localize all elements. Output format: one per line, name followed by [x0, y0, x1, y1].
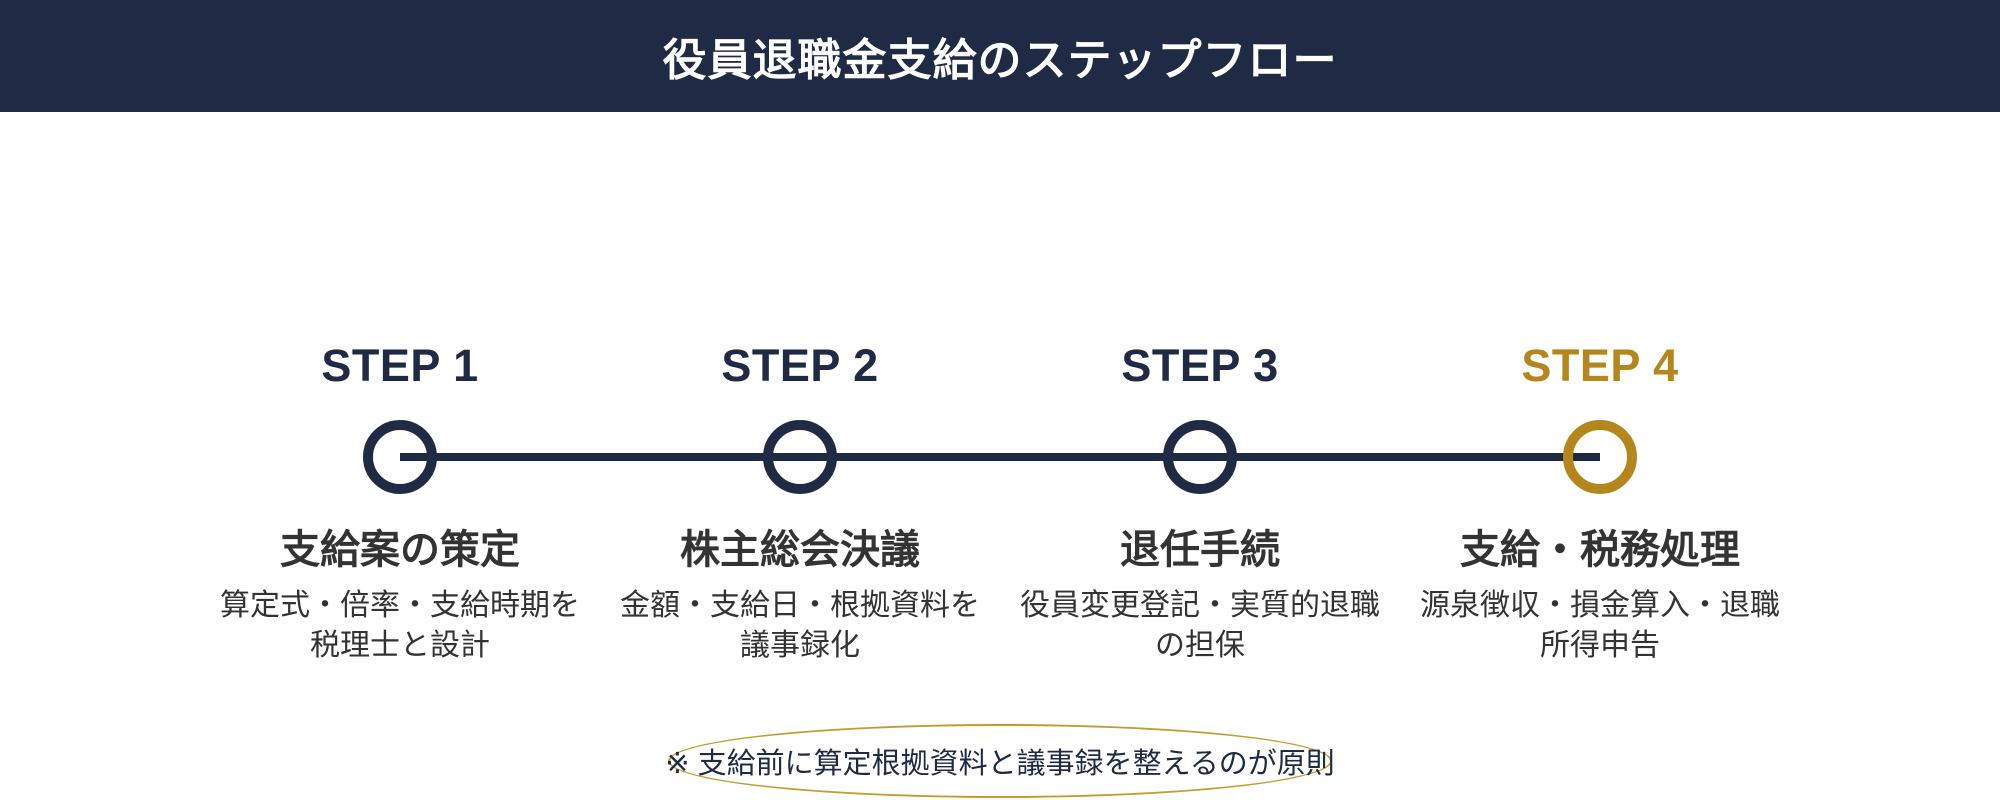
step-column-1: STEP 1 支給案の策定 算定式・倍率・支給時期を 税理士と設計: [200, 340, 600, 666]
step-description: 源泉徴収・損金算入・退職 所得申告: [1400, 586, 1800, 666]
header-bar: 役員退職金支給のステップフロー: [0, 0, 2000, 112]
step-column-2: STEP 2 株主総会決議 金額・支給日・根拠資料を 議事録化: [600, 340, 1000, 666]
step-label: STEP 3: [1121, 340, 1279, 391]
footnote-ellipse: ※ 支給前に算定根拠資料と議事録を整えるのが原則: [665, 724, 1335, 798]
step-label: STEP 2: [721, 340, 879, 391]
timeline-connector-line: [400, 453, 1600, 461]
step-description: 役員変更登記・実質的退職 の担保: [1000, 586, 1400, 666]
step-circle-marker: [1163, 420, 1237, 494]
step-description-line: 算定式・倍率・支給時期を: [220, 589, 580, 622]
step-title: 退任手続: [1120, 528, 1280, 572]
step-title: 株主総会決議: [680, 528, 920, 572]
step-circle-marker: [363, 420, 437, 494]
step-description-line: 役員変更登記・実質的退職: [1020, 589, 1380, 622]
step-description-line: 源泉徴収・損金算入・退職: [1420, 589, 1780, 622]
step-description-line: の担保: [1155, 629, 1245, 662]
step-column-3: STEP 3 退任手続 役員変更登記・実質的退職 の担保: [1000, 340, 1400, 666]
page-title: 役員退職金支給のステップフロー: [662, 36, 1338, 85]
step-label: STEP 1: [321, 340, 479, 391]
step-circle-marker: [763, 420, 837, 494]
step-description-line: 議事録化: [740, 629, 860, 662]
step-description-line: 税理士と設計: [310, 629, 490, 662]
footnote-text: ※ 支給前に算定根拠資料と議事録を整えるのが原則: [665, 748, 1335, 780]
step-label: STEP 4: [1521, 340, 1679, 391]
step-description-line: 金額・支給日・根拠資料を: [620, 589, 980, 622]
step-description-line: 所得申告: [1540, 629, 1660, 662]
step-circle-marker: [1563, 420, 1637, 494]
step-description: 算定式・倍率・支給時期を 税理士と設計: [200, 586, 600, 666]
step-description: 金額・支給日・根拠資料を 議事録化: [600, 586, 1000, 666]
step-title: 支給案の策定: [280, 528, 520, 572]
step-title: 支給・税務処理: [1460, 528, 1740, 572]
step-column-4: STEP 4 支給・税務処理 源泉徴収・損金算入・退職 所得申告: [1400, 340, 1800, 666]
